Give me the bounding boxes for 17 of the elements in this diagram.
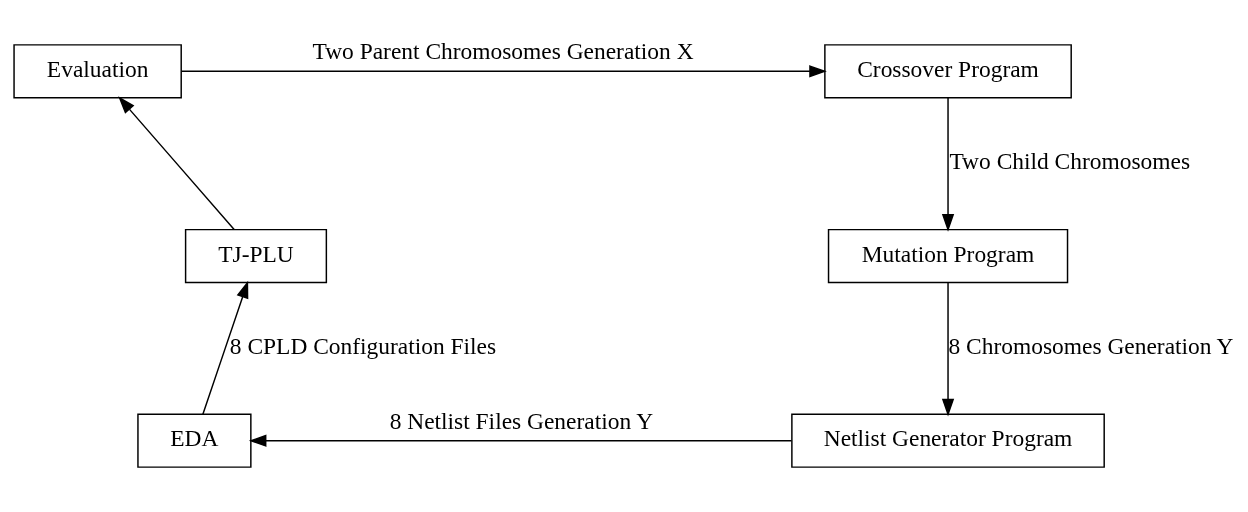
node-box: TJ-PLU <box>184 228 328 284</box>
edge-label: Two Parent Chromosomes Generation X <box>312 38 694 65</box>
node-box: Evaluation <box>13 44 182 99</box>
arrow <box>118 96 235 231</box>
node-box: Netlist Generator Program <box>791 413 1105 468</box>
edge-label: 8 Chromosomes Generation Y <box>948 332 1234 359</box>
edge-label: 8 Netlist Files Generation Y <box>389 407 654 434</box>
node-box: Mutation Program <box>827 228 1069 284</box>
arrow <box>941 282 955 417</box>
arrow <box>941 97 955 232</box>
edge-label: 8 CPLD Configuration Files <box>229 332 497 359</box>
edge-label: Two Child Chromosomes <box>949 148 1191 175</box>
arrow <box>180 65 827 78</box>
arrow <box>248 434 793 447</box>
node-box: Crossover Program <box>824 44 1072 99</box>
arrow <box>202 280 249 415</box>
node-box: EDA <box>137 413 252 468</box>
